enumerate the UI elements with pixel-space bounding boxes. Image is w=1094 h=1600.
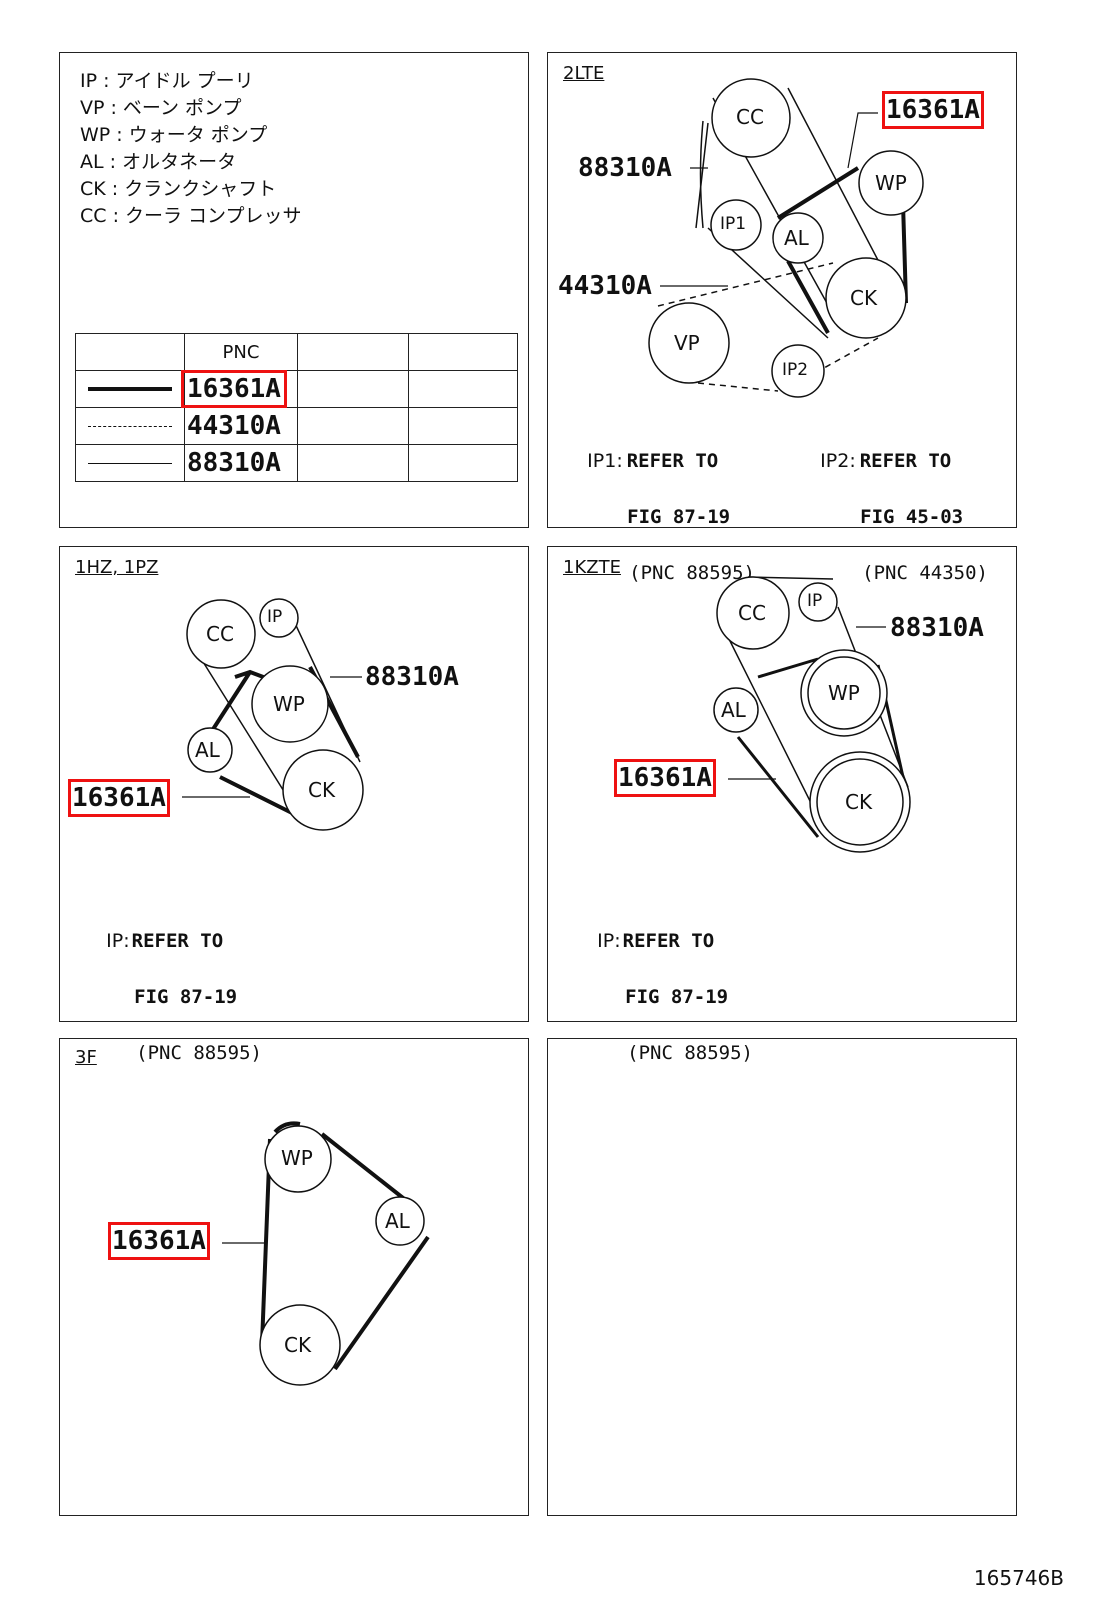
label-ip1: IP1 [720,214,747,234]
label-ck: CK [308,778,336,802]
panel-3f: 3F WP AL CK 16361A [59,1038,529,1516]
pulley-cc [711,78,791,158]
callout-88310a[interactable]: 88310A [578,153,672,183]
pulley-ck [282,749,364,831]
pulley-ip1 [710,199,762,251]
callout-16361a[interactable]: 16361A [108,1222,210,1260]
legend-line-cc: CC : クーラ コンプレッサ [80,205,302,227]
label-wp: WP [875,171,907,195]
pulley-wp [251,665,329,743]
pulley-al [187,727,233,773]
label-ip: IP [807,591,823,611]
legend-line-al: AL : オルタネータ [80,151,237,173]
note-ip2: IP2:REFER TO FIG 45-03 (PNC 44350) [820,450,989,584]
pulley-wp [264,1125,332,1193]
pulley-ip2 [771,344,825,398]
pulley-vp [648,302,730,384]
panel-1hz-1pz: 1HZ, 1PZ CC IP WP AL CK 88310A 16361A IP… [59,546,529,1064]
pnc-header: PNC [184,333,298,371]
label-al: AL [385,1209,410,1233]
pnc-row-88310a[interactable]: 88310A [184,444,298,482]
pulley-cc [186,599,256,669]
callout-88310a[interactable]: 88310A [365,662,459,692]
label-cc: CC [738,601,766,625]
pulley-al [713,687,759,733]
belt-diagram-2lte [648,78,924,398]
engine-label-1hz: 1HZ, 1PZ [75,557,159,578]
engine-label-2lte: 2LTE [563,63,605,84]
pulley-ip [259,598,299,638]
label-ip2: IP2 [782,360,809,380]
label-ck: CK [850,286,878,310]
legend-panel: IP : アイドル プーリ VP : ベーン ポンプ WP : ウォータ ポンプ… [59,52,529,528]
pulley-ip [798,582,838,622]
callout-16361a[interactable]: 16361A [614,759,716,797]
belt-diagram-1hz [182,598,364,831]
pulley-wp [858,150,924,216]
line-sample-thick [75,370,185,408]
callout-16361a[interactable]: 16361A [68,779,170,817]
label-wp: WP [273,692,305,716]
panel-2lte: 2LTE CC WP IP1 AL CK VP IP2 16361A 88310… [547,52,1017,584]
callout-44310a[interactable]: 44310A [558,271,652,301]
legend-line-wp: WP : ウォータ ポンプ [80,124,268,146]
callout-16361a[interactable]: 16361A [882,91,984,129]
label-wp: WP [828,681,860,705]
pulley-ck [259,1304,341,1386]
legend-line-ip: IP : アイドル プーリ [80,70,254,92]
label-cc: CC [206,622,234,646]
panel-empty [547,1038,1017,1516]
line-sample-thin [75,444,185,482]
belt-diagram-3f [222,1121,430,1386]
engine-label-1kzte: 1KZTE [563,557,621,578]
callout-88310a[interactable]: 88310A [890,613,984,643]
pnc-row-44310a[interactable]: 44310A [184,407,298,445]
note-ip: IP:REFER TO FIG 87-19 (PNC 88595) [597,930,754,1064]
label-ip: IP [267,607,283,627]
label-ck: CK [845,790,873,814]
pulley-wp [807,656,881,730]
pulley-cc [716,576,790,650]
label-al: AL [195,738,220,762]
figure-id: 165746B [973,1566,1064,1590]
label-al: AL [784,226,809,250]
legend-line-ck: CK : クランクシャフト [80,178,277,200]
label-al: AL [721,698,746,722]
line-sample-dashed [75,407,185,445]
pnc-table: PNC 16361A 44310A 88310A [75,333,518,482]
pulley-al [772,212,824,264]
pulley-ck [825,257,907,339]
label-cc: CC [736,105,764,129]
label-wp: WP [281,1146,313,1170]
pulley-ck [816,758,904,846]
label-vp: VP [674,331,700,355]
panel-1kzte: 1KZTE CC IP WP AL CK 88310A 16361A IP:RE… [547,546,1017,1064]
engine-label-3f: 3F [75,1047,97,1068]
label-ck: CK [284,1333,312,1357]
note-ip1: IP1:REFER TO FIG 87-19 (PNC 88595) [587,450,756,584]
belt-diagram-1kzte [713,576,911,853]
note-ip: IP:REFER TO FIG 87-19 (PNC 88595) [106,930,263,1064]
pulley-al [375,1196,425,1246]
pnc-row-16361a[interactable]: 16361A [181,370,298,408]
legend-line-vp: VP : ベーン ポンプ [80,97,242,119]
